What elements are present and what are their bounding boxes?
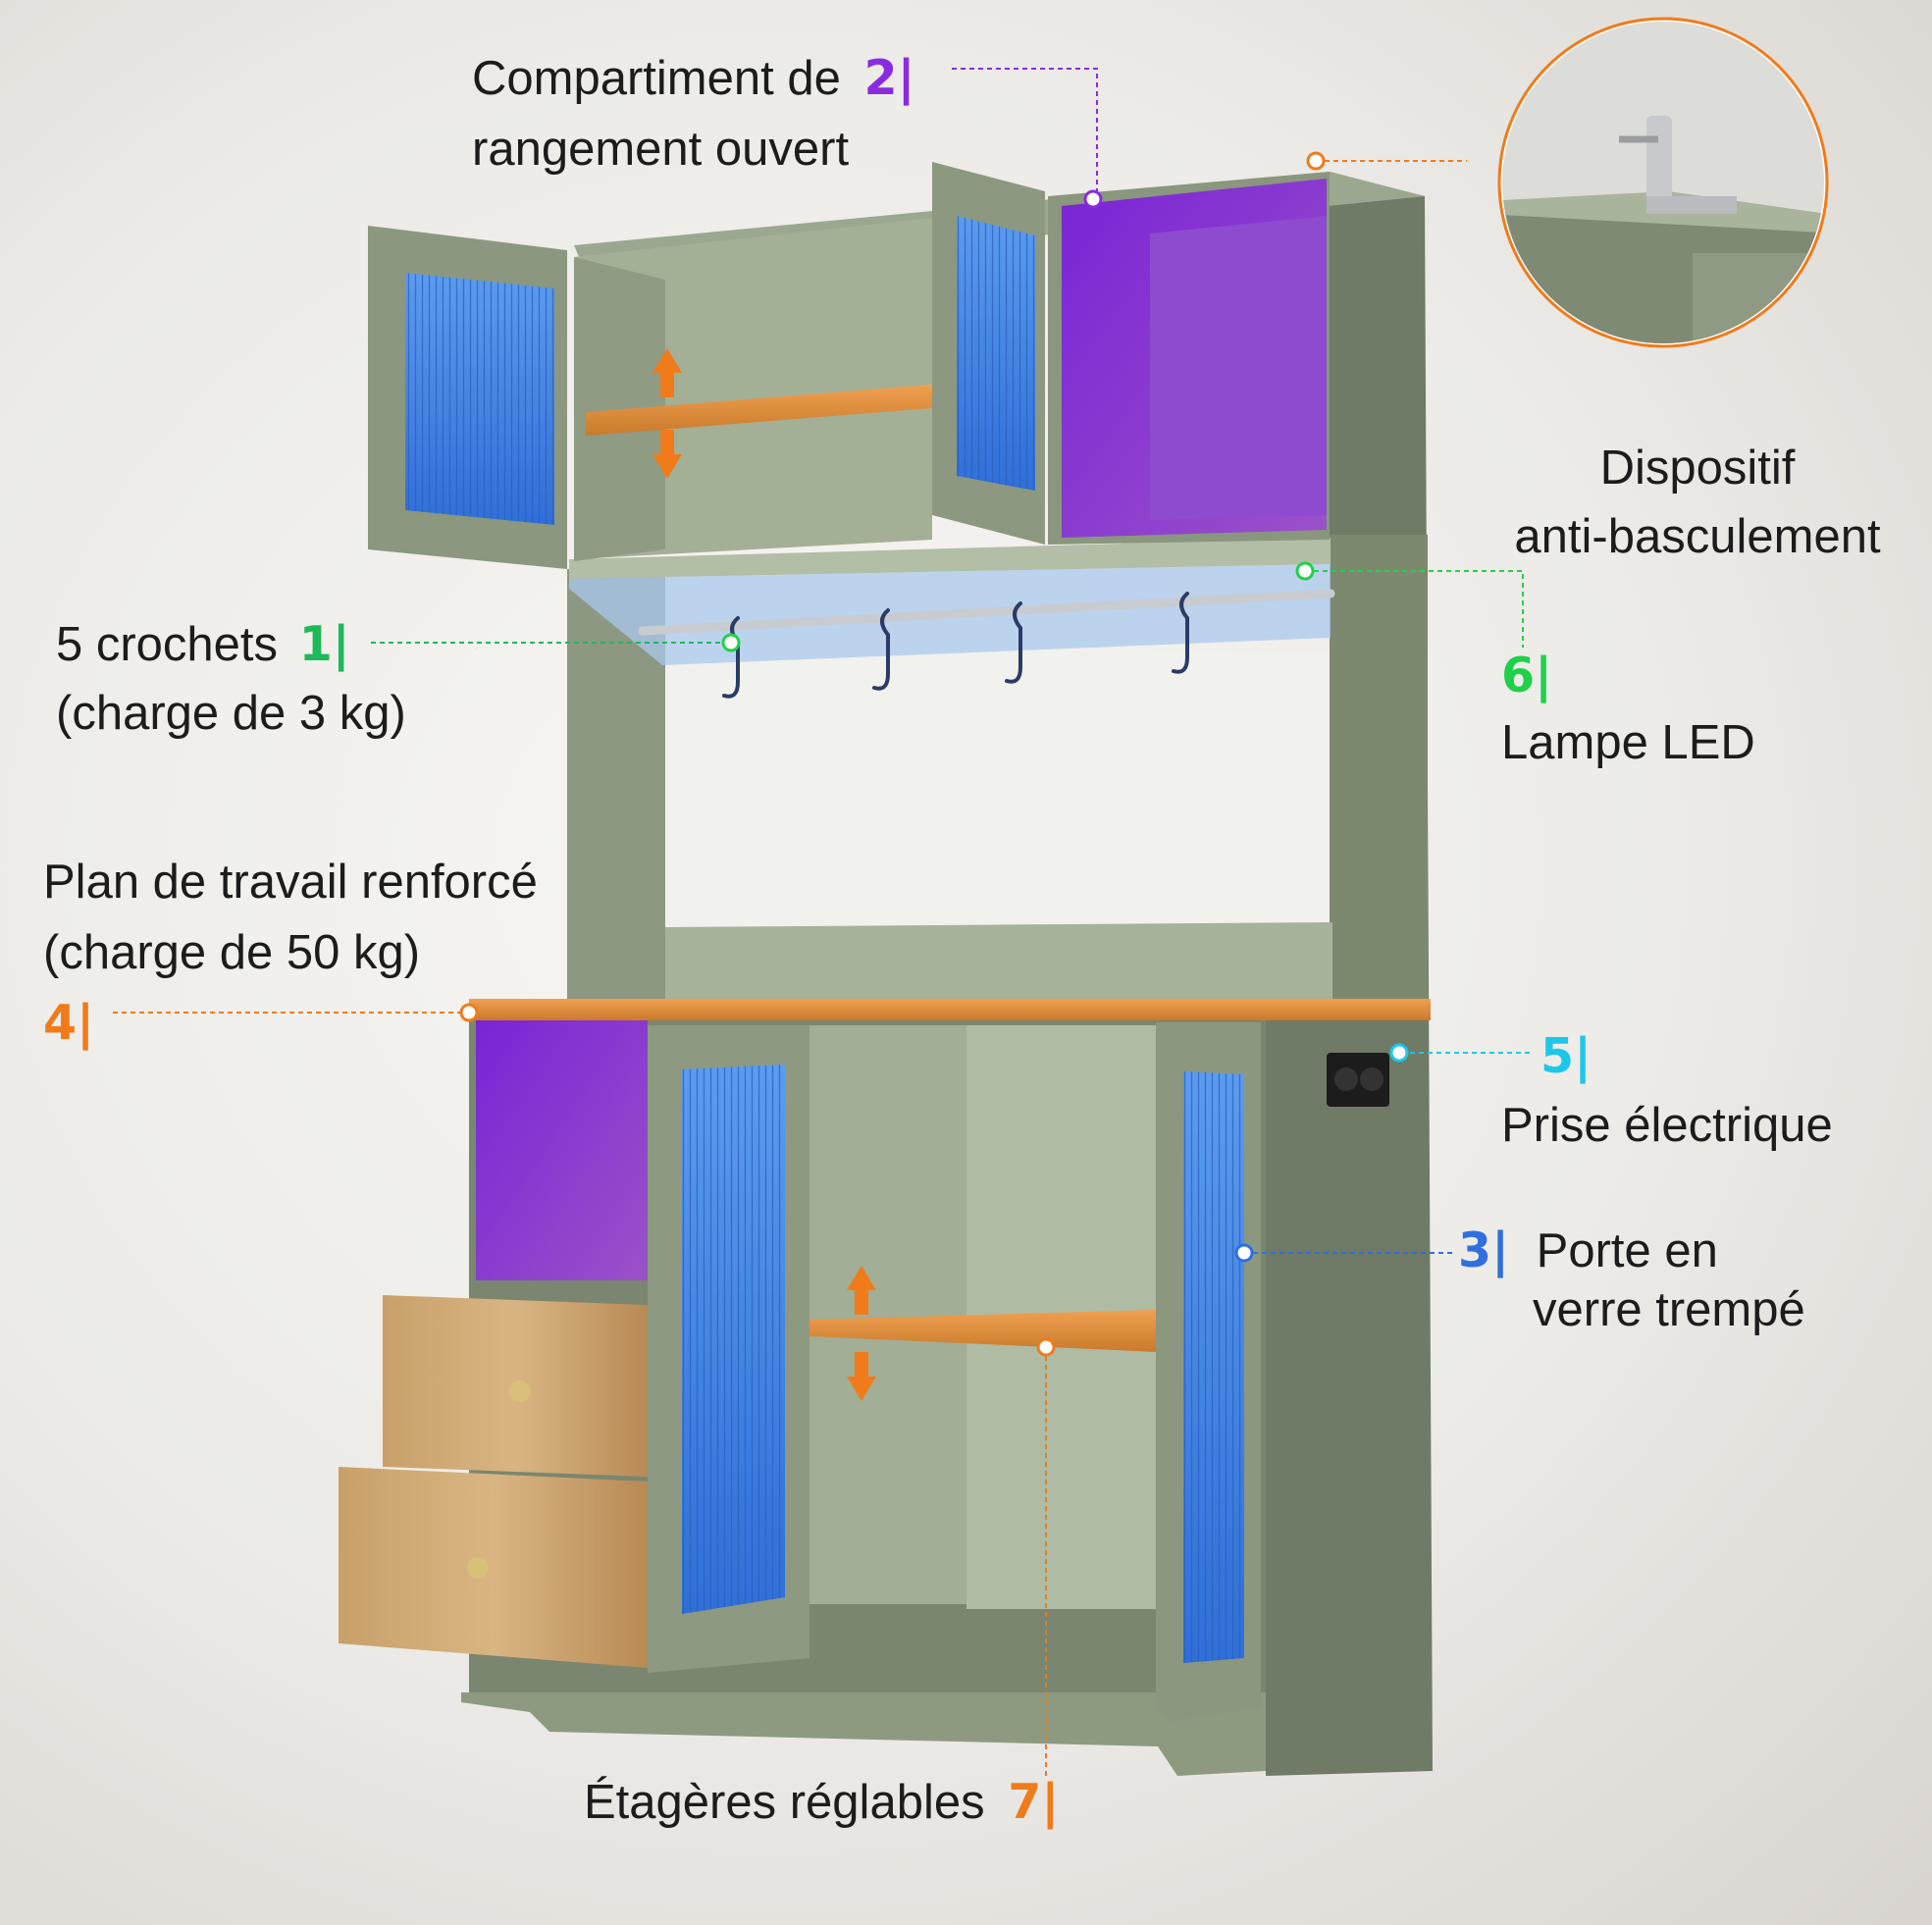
callout-shelves-line1: Étagères réglables <box>584 1776 985 1829</box>
dot-led <box>1295 561 1315 581</box>
open-compartment-inner-wall <box>1150 216 1327 520</box>
hook-rail <box>638 589 1335 636</box>
leader-open-storage <box>952 68 1098 199</box>
callout-socket-line1: Prise électrique <box>1501 1099 1833 1152</box>
up-down-arrow-icon <box>653 348 876 1401</box>
hutch-frame-right <box>1330 535 1428 1006</box>
dot-shelves <box>1036 1337 1056 1357</box>
callout-shelves-number: 7| <box>1008 1774 1060 1830</box>
callout-glass-door-number: 3| <box>1458 1223 1510 1278</box>
callout-worktop: Plan de travail renforcé (charge de 50 k… <box>43 847 538 1059</box>
callout-hooks-line1: 5 crochets <box>56 618 279 671</box>
callout-open-storage-line1: Compartiment de <box>472 52 841 105</box>
drawer-top-knob <box>509 1380 531 1402</box>
callout-worktop-number: 4| <box>43 995 95 1051</box>
upper-left-door-flutes <box>405 273 554 525</box>
callout-open-storage: Compartiment de 2| rangement ouvert <box>472 43 914 184</box>
power-socket-icon <box>1327 1053 1389 1107</box>
callout-glass-door-line1: Porte en <box>1536 1224 1718 1277</box>
callout-worktop-line1: Plan de travail renforcé <box>43 856 538 909</box>
upper-shelf <box>586 385 932 436</box>
callout-worktop-line2: (charge de 50 kg) <box>43 926 421 979</box>
upper-middle-door-flutes <box>957 216 1035 491</box>
s-hook-icon <box>722 592 1189 699</box>
drawer-bottom <box>339 1467 648 1668</box>
callout-hooks-line2: (charge de 3 kg) <box>56 687 406 740</box>
cabinet <box>339 162 1433 1776</box>
upper-cabinet-inner-left <box>574 257 665 561</box>
dot-worktop <box>459 1003 479 1022</box>
callout-anti-tip: Dispositif anti-basculement <box>1491 434 1904 571</box>
dot-open-storage <box>1083 189 1103 209</box>
callout-led-line1: Lampe LED <box>1501 716 1755 769</box>
lower-shelf <box>809 1310 1158 1352</box>
hutch-backsplash <box>665 922 1332 1003</box>
anti-tip-bracket-icon <box>1619 116 1737 214</box>
led-shelf <box>569 538 1331 579</box>
callout-led-number: 6| <box>1501 648 1553 703</box>
callout-hooks-number: 1| <box>298 616 350 672</box>
lower-right-door-flutes <box>1183 1071 1244 1663</box>
callout-led: 6| Lampe LED <box>1501 643 1755 776</box>
dot-hooks <box>721 633 741 652</box>
dot-glass-door <box>1234 1243 1254 1263</box>
worktop <box>469 999 1431 1020</box>
callout-open-storage-number: 2| <box>863 50 915 106</box>
callout-socket: 5| Prise électrique <box>1501 1022 1833 1160</box>
callout-glass-door: 3| Porte en verre trempé <box>1458 1222 1805 1339</box>
callout-dots <box>459 151 1409 1357</box>
callout-glass-door-line2: verre trempé <box>1533 1283 1805 1336</box>
callout-anti-tip-line2: anti-basculement <box>1514 510 1881 563</box>
lower-left-door-flutes <box>682 1065 785 1614</box>
callout-anti-tip-line1: Dispositif <box>1599 442 1796 494</box>
callout-lines <box>113 68 1533 1776</box>
callout-socket-number: 5| <box>1540 1028 1593 1084</box>
callout-hooks: 5 crochets 1| (charge de 3 kg) <box>56 610 406 748</box>
anti-tip-zoom <box>1497 17 1829 348</box>
hutch-back <box>665 652 1332 927</box>
drawer-bottom-knob <box>467 1557 489 1579</box>
lower-cabinet-base <box>461 1692 1266 1776</box>
lower-purple-cubby <box>476 1020 648 1280</box>
dot-anti-tip <box>1306 151 1326 171</box>
dot-socket <box>1389 1043 1409 1063</box>
callout-open-storage-line2: rangement ouvert <box>472 123 850 176</box>
leader-led <box>1305 570 1524 648</box>
callout-shelves: Étagères réglables 7| <box>584 1768 1059 1837</box>
